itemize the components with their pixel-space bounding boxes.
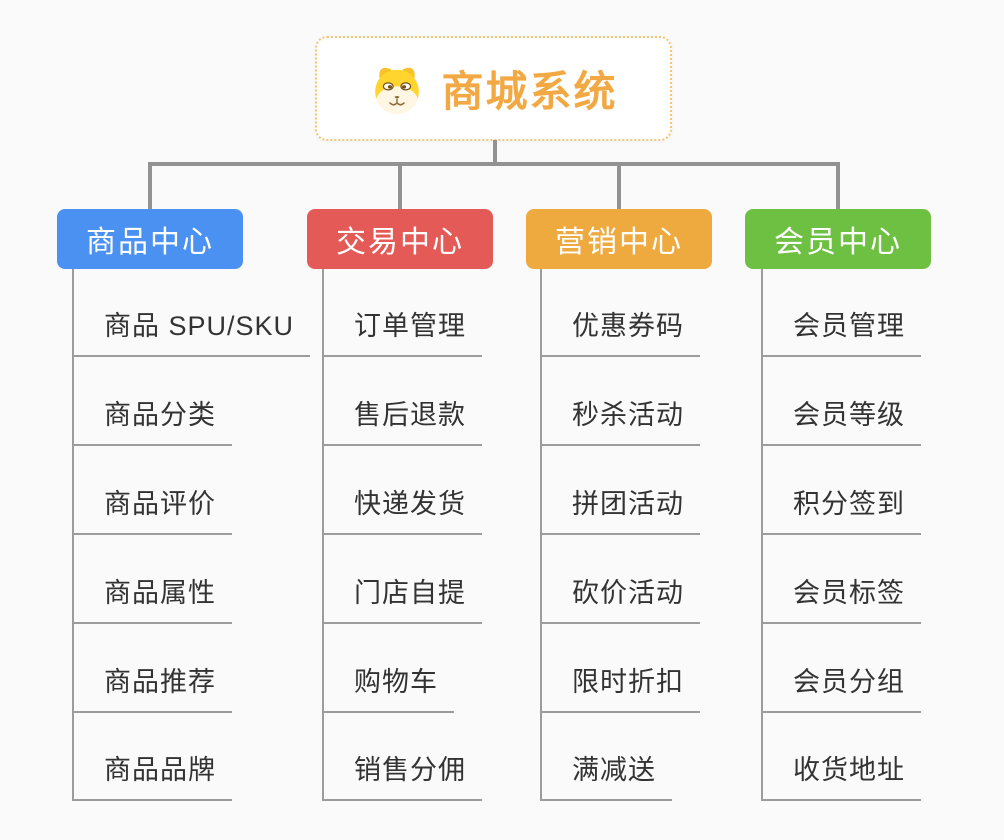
drop-line-marketing: [617, 162, 621, 210]
root-node-mall-system[interactable]: 商城系统: [315, 36, 672, 141]
node-order-management[interactable]: 订单管理: [322, 304, 482, 357]
node-product-recommend[interactable]: 商品推荐: [72, 660, 232, 713]
drop-line-member: [836, 162, 840, 210]
node-member-level[interactable]: 会员等级: [761, 393, 921, 446]
node-store-pickup[interactable]: 门店自提: [322, 571, 482, 624]
branch-marketing-center[interactable]: 营销中心: [526, 209, 712, 269]
node-coupon-code[interactable]: 优惠券码: [540, 304, 700, 357]
shiba-dog-face-icon: [375, 67, 420, 113]
drop-line-trade: [398, 162, 402, 210]
branch-product-center[interactable]: 商品中心: [57, 209, 243, 269]
node-product-review[interactable]: 商品评价: [72, 482, 232, 535]
node-member-group[interactable]: 会员分组: [761, 660, 921, 713]
trunk-line-product: [72, 269, 74, 801]
node-member-management[interactable]: 会员管理: [761, 304, 921, 357]
node-shipping-address[interactable]: 收货地址: [761, 748, 921, 801]
branch-member-center[interactable]: 会员中心: [745, 209, 931, 269]
branch-bus-line: [148, 162, 840, 166]
node-product-spu-sku[interactable]: 商品 SPU/SKU: [72, 304, 311, 357]
node-points-checkin[interactable]: 积分签到: [761, 482, 921, 535]
branch-trade-center[interactable]: 交易中心: [307, 209, 493, 269]
trunk-line-member: [761, 269, 763, 801]
root-node-title: 商城系统: [441, 68, 618, 115]
node-flash-sale[interactable]: 秒杀活动: [540, 393, 700, 446]
node-product-attribute[interactable]: 商品属性: [72, 571, 232, 624]
trunk-line-marketing: [540, 269, 542, 801]
node-bargain-activity[interactable]: 砍价活动: [540, 571, 700, 624]
node-full-reduction[interactable]: 满减送: [540, 748, 672, 801]
node-shopping-cart[interactable]: 购物车: [322, 660, 454, 713]
node-after-sale-refund[interactable]: 售后退款: [322, 393, 482, 446]
node-sales-commission[interactable]: 销售分佣: [322, 748, 482, 801]
node-member-tag[interactable]: 会员标签: [761, 571, 921, 624]
node-express-delivery[interactable]: 快递发货: [322, 482, 482, 535]
trunk-line-trade: [322, 269, 324, 801]
node-group-buy[interactable]: 拼团活动: [540, 482, 700, 535]
drop-line-product: [148, 162, 152, 210]
node-product-brand[interactable]: 商品品牌: [72, 748, 232, 801]
node-product-category[interactable]: 商品分类: [72, 393, 232, 446]
node-limited-time-discount[interactable]: 限时折扣: [540, 660, 700, 713]
root-connector-line: [493, 140, 497, 164]
